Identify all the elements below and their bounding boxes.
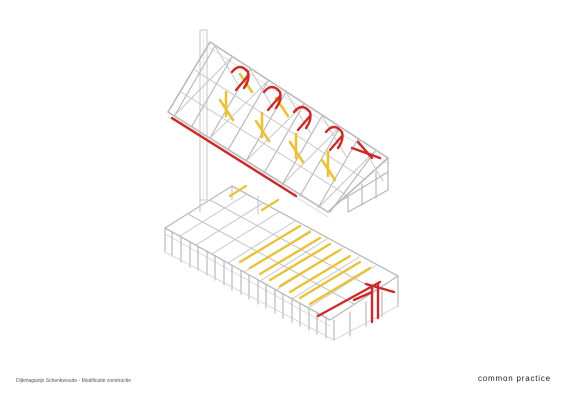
floor-outline (164, 185, 399, 327)
roof-post (199, 29, 208, 201)
gable-frame (341, 157, 389, 213)
purlins (180, 69, 367, 197)
floor-assembly (164, 184, 399, 341)
roof-assembly (167, 29, 389, 218)
floor-red-frame (316, 280, 396, 324)
floor-yellow-joists (228, 184, 372, 306)
floor-beams (187, 199, 377, 305)
roof-red-elements (170, 65, 382, 198)
rear-posts (199, 185, 259, 215)
cross-braces (174, 56, 377, 209)
brand-logo-text: common practice (478, 374, 551, 383)
drawing-caption: Dijkmagazijn Schenkwoude - Modificatie c… (16, 378, 132, 384)
column-bases (164, 251, 399, 341)
red-beam-long (170, 116, 298, 198)
